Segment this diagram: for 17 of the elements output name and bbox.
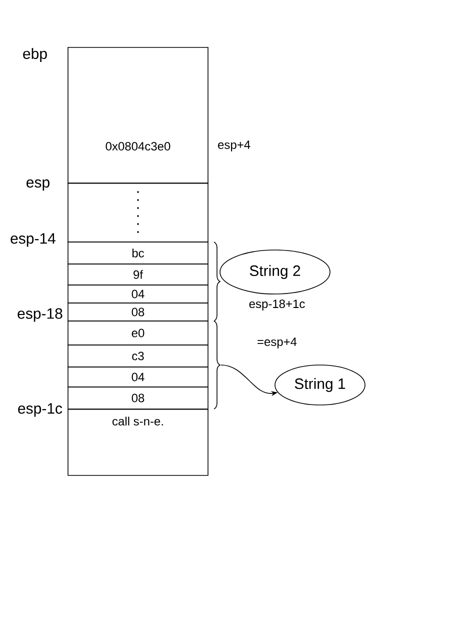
stack-cell: e0 bbox=[68, 320, 208, 346]
note: =esp+4 bbox=[258, 338, 297, 348]
stack-cell: bc bbox=[68, 242, 208, 264]
stack-cell: 04 bbox=[68, 284, 208, 304]
register-label: esp bbox=[26, 179, 50, 191]
register-label: ebp bbox=[23, 48, 47, 62]
stack-cell: 08 bbox=[68, 302, 208, 322]
stack-cell: c3 bbox=[68, 344, 208, 368]
register-label: esp-1c bbox=[18, 403, 62, 417]
register-label: esp-18 bbox=[18, 308, 62, 322]
stack-cell: 0x0804c3e0 bbox=[68, 47, 208, 184]
register-label: esp-14 bbox=[10, 233, 56, 247]
stack-cell: 04 bbox=[68, 366, 208, 388]
cell-note: esp+4 bbox=[218, 140, 250, 152]
stack-cell: call s-n-e. bbox=[68, 409, 208, 476]
stack-cell: 9f bbox=[68, 264, 208, 286]
stack-cell: 08 bbox=[68, 386, 208, 410]
